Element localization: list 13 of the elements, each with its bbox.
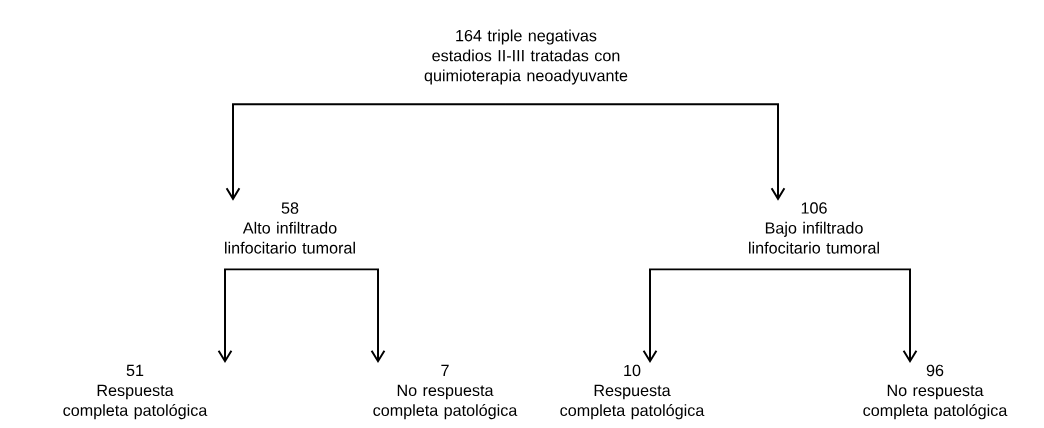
text-label: 164 triple negativas estadios II-III tratadas con quimioterapia neoadyuvante — [424, 29, 628, 85]
arrow — [225, 103, 506, 201]
arrow — [504, 103, 786, 201]
text-label: 96 No respuesta completa patológica — [863, 364, 1008, 420]
text-label: 7 No respuesta completa patológica — [373, 364, 518, 420]
arrow — [642, 268, 781, 364]
text-label: 106 Bajo infiltrado linfocitario tumoral — [749, 202, 879, 254]
text-label: 51 Respuesta completa patológica — [63, 364, 208, 420]
arrow — [304, 268, 386, 364]
arrow — [217, 268, 306, 364]
text-label: 58 Alto infiltrado linfocitario tumoral — [225, 202, 355, 254]
text-label: 10 Respuesta completa patológica — [560, 364, 705, 420]
arrow — [779, 268, 918, 364]
